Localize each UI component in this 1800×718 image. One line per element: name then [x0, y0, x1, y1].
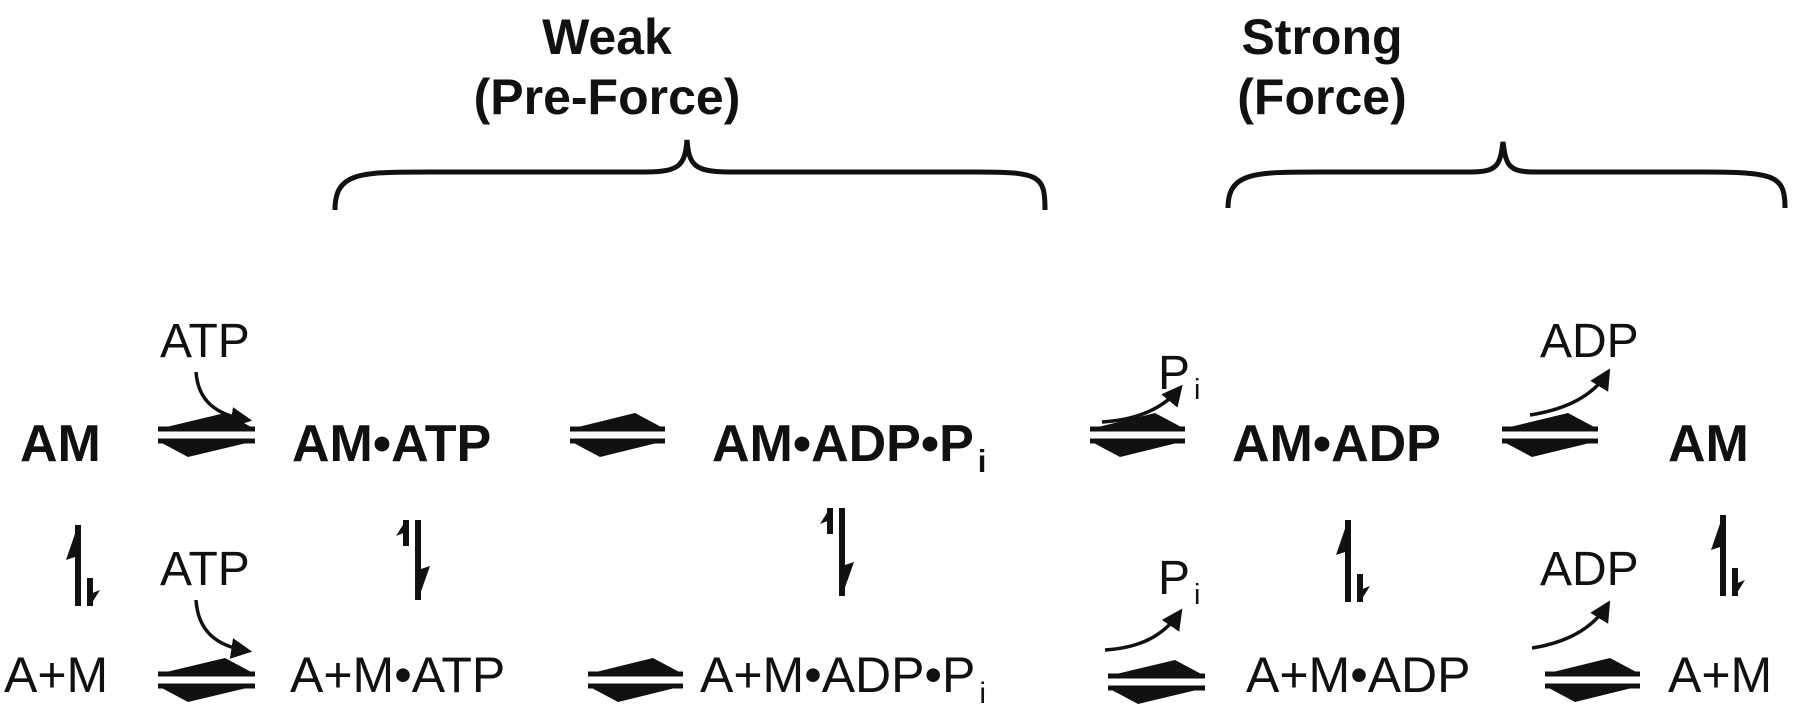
vertical-equilibrium-1: [66, 525, 100, 606]
atp-binding-arrow-bottom: [194, 599, 253, 659]
ligand-adp-bottom: ADP: [1540, 543, 1639, 596]
weak-brace: [332, 139, 1048, 211]
ligand-atp-bottom: ATP: [160, 543, 250, 596]
equilibrium-arrow-bottom-3: [1108, 660, 1205, 704]
pi-subscript: i: [979, 676, 987, 710]
state-am-end: AM: [1668, 415, 1749, 473]
state-am-atp: AM•ATP: [292, 415, 492, 473]
weak-group-title: Weak: [542, 9, 672, 65]
vertical-equilibrium-5: [1711, 515, 1745, 596]
pi-release-arrow-top: [1101, 384, 1183, 424]
equilibrium-arrow-bottom-1: [158, 658, 255, 702]
ligand-atp-top: ATP: [160, 315, 250, 368]
weak-group-subtitle: (Pre-Force): [473, 69, 741, 125]
ligand-adp-top: ADP: [1540, 315, 1639, 368]
pi-subscript: i: [977, 443, 987, 479]
state-a-m-atp: A+M•ATP: [290, 647, 506, 703]
state-a-m-end: A+M: [1668, 647, 1773, 703]
adp-release-arrow-bottom: [1531, 600, 1611, 650]
state-am-start: AM: [20, 415, 101, 473]
state-a-m-start: A+M: [4, 647, 109, 703]
vertical-equilibrium-4: [1336, 520, 1370, 602]
equilibrium-arrow-top-3: [1090, 413, 1185, 457]
strong-brace: [1225, 141, 1788, 209]
equilibrium-arrow-bottom-4: [1545, 658, 1640, 702]
strong-group-subtitle: (Force): [1237, 69, 1407, 125]
vertical-equilibrium-3: [820, 508, 854, 596]
equilibrium-arrow-top-4: [1502, 413, 1598, 457]
adp-release-arrow-top: [1529, 368, 1611, 417]
vertical-equilibrium-2: [396, 520, 430, 600]
state-a-m-adp: A+M•ADP: [1246, 647, 1471, 703]
strong-group-title: Strong: [1241, 9, 1403, 65]
atp-binding-arrow-top: [194, 371, 253, 428]
equilibrium-arrow-top-2: [570, 413, 665, 457]
state-am-adp: AM•ADP: [1232, 415, 1441, 473]
equilibrium-arrow-bottom-2: [588, 658, 683, 702]
pi-release-arrow-bottom: [1104, 608, 1183, 652]
